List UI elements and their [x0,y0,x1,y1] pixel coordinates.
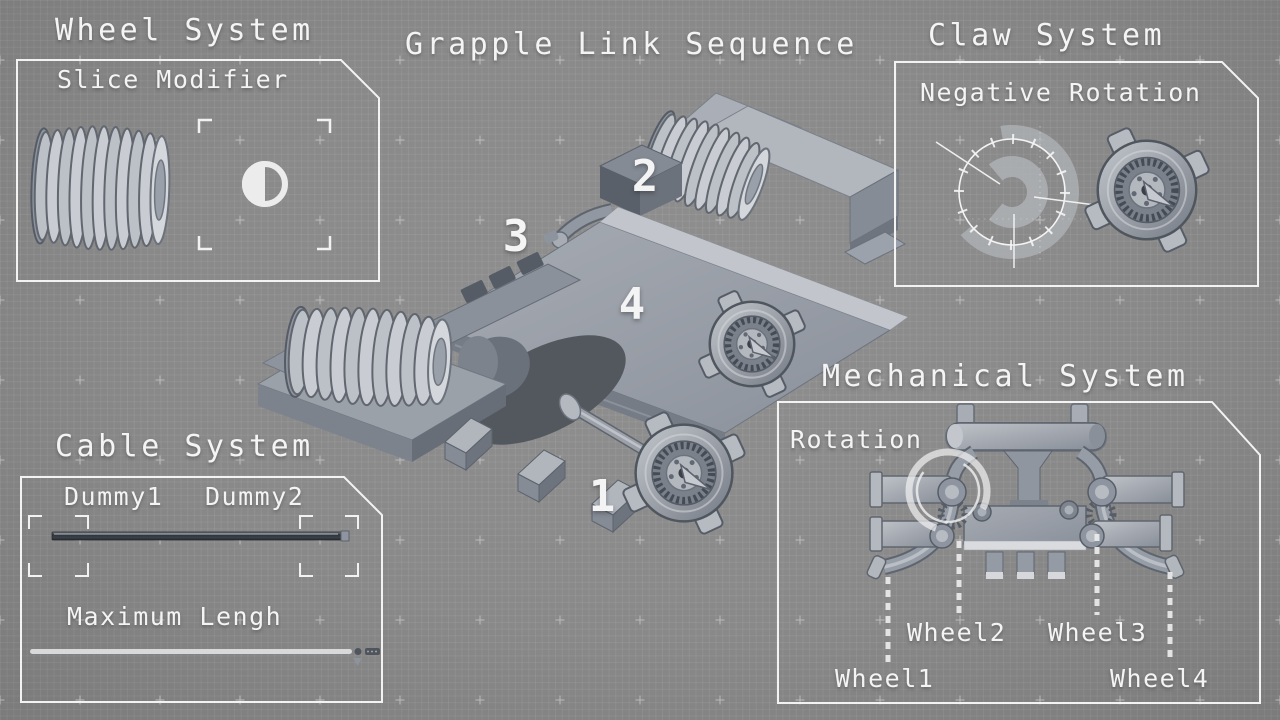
max-length-fill [30,649,352,654]
label-dummy2: Dummy2 [205,482,305,511]
model-left-coil [284,305,453,407]
sequence-step-2: 2 [631,151,659,202]
cable-panel-content [28,515,380,666]
focus-brackets-icon [197,118,332,251]
rotation-gizmo-ring[interactable] [893,436,1003,546]
wheel-leader-lines [885,534,1173,663]
mech-funnel [1002,450,1053,503]
label-dummy1: Dummy1 [64,482,164,511]
label-wheel1: Wheel1 [835,664,935,693]
slider-handle[interactable] [354,648,362,655]
model-claw-wheel-detached [622,411,746,535]
claw-system-panel [894,61,1259,287]
mech-legs [985,551,1066,579]
model-claw-wheel-upper [698,290,806,398]
panel-title-mechanical-system: Mechanical System [822,359,1189,394]
label-slice-modifier: Slice Modifier [57,65,289,94]
label-wheel2: Wheel2 [907,618,1007,647]
contrast-half-circle-icon [242,161,288,207]
dial-tick-marks [954,134,1070,250]
claw-hub-part [1084,127,1210,253]
panel-title-cable-system: Cable System [55,429,314,464]
dummy2-brackets-icon [299,515,359,577]
claw-panel-content [935,124,1210,268]
model-feet [444,417,640,534]
grapple-assembly-model [256,92,909,535]
wheel-system-panel [16,59,380,282]
sequence-step-3: 3 [502,211,530,262]
label-wheel3: Wheel3 [1048,618,1148,647]
sequence-step-1: 1 [588,471,616,522]
bellows-coupling-part [30,125,171,251]
negative-rotation-gizmo[interactable] [935,124,1106,268]
wheel-panel-content [30,118,332,251]
mechanical-system-panel [777,401,1261,704]
dummy1-brackets-icon [28,515,89,577]
label-wheel4: Wheel4 [1110,664,1210,693]
slider-position-arrow-icon [353,658,362,666]
cable-rod-part [51,531,342,541]
mechanical-panel-content [866,403,1185,663]
sequence-step-4: 4 [618,279,646,330]
label-negative-rotation: Negative Rotation [920,78,1202,107]
sequence-title: Grapple Link Sequence [405,27,858,62]
label-rotation: Rotation [790,425,923,454]
mech-top-bar [946,422,1106,451]
max-length-slider[interactable] [30,648,380,666]
cable-system-panel [20,476,383,703]
panel-title-wheel-system: Wheel System [55,13,314,48]
model-top-coil [640,110,771,221]
label-maximum-length: Maximum Lengh [67,602,283,631]
mech-gear-fan-left [937,498,969,530]
panel-outlines [16,59,1261,704]
panel-title-claw-system: Claw System [928,18,1166,53]
